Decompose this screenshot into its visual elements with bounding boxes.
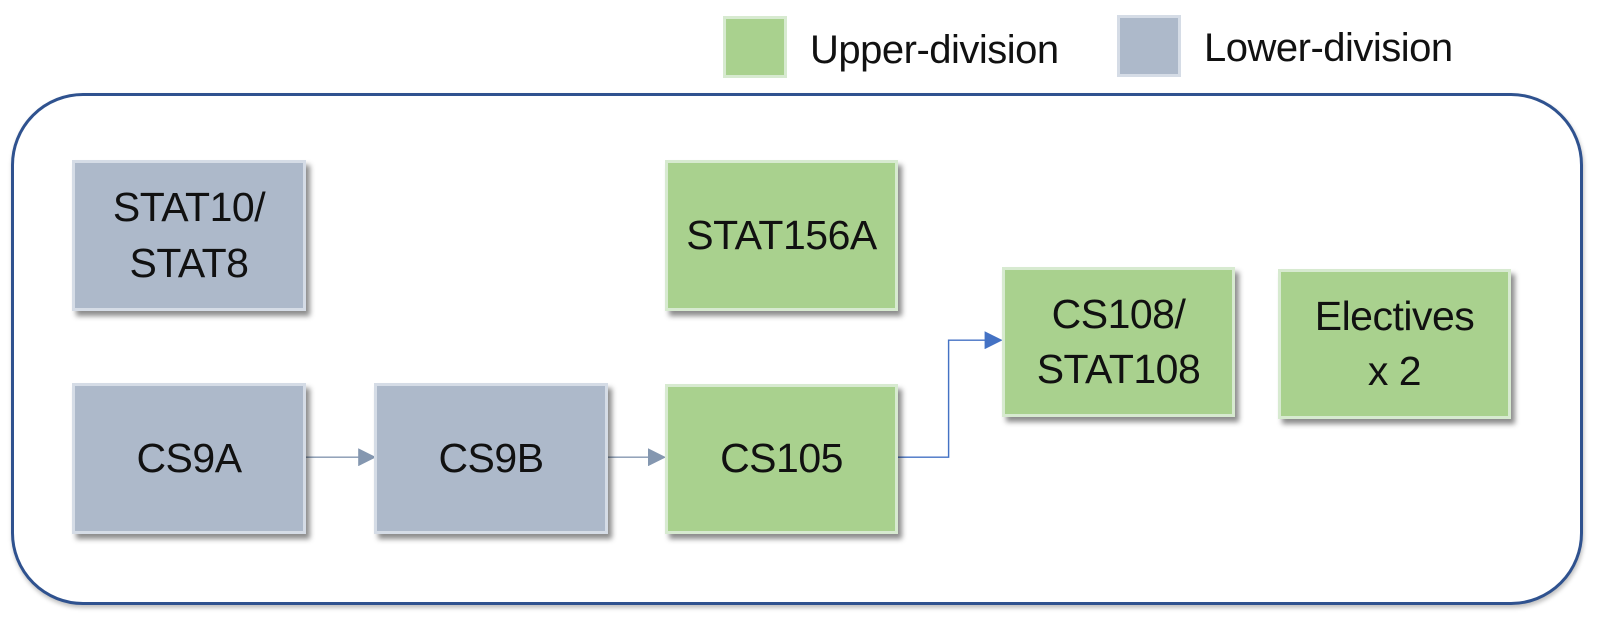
- course-label: STAT10/ STAT8: [112, 184, 266, 286]
- course-node-cs9a[interactable]: CS9A: [72, 383, 306, 534]
- course-label: CS105: [720, 435, 843, 482]
- course-label: STAT156A: [686, 211, 877, 258]
- course-label: CS9B: [438, 434, 544, 481]
- legend-swatch-lower: [1117, 15, 1181, 77]
- course-node-stat10-stat8[interactable]: STAT10/ STAT8: [72, 160, 306, 311]
- course-node-cs9b[interactable]: CS9B: [374, 383, 608, 534]
- course-label: CS9A: [136, 434, 242, 481]
- course-node-cs105[interactable]: CS105: [665, 384, 898, 534]
- course-node-stat156a[interactable]: STAT156A: [665, 160, 898, 311]
- course-label: Electives x 2: [1314, 292, 1475, 394]
- legend-label-upper: Upper-division: [810, 28, 1059, 72]
- course-label: CS108/ STAT108: [1036, 290, 1201, 392]
- legend-swatch-upper: [723, 16, 787, 78]
- legend-label-lower: Lower-division: [1204, 26, 1453, 70]
- course-node-cs108-stat108[interactable]: CS108/ STAT108: [1002, 267, 1235, 417]
- course-node-electives[interactable]: Electives x 2: [1278, 269, 1511, 419]
